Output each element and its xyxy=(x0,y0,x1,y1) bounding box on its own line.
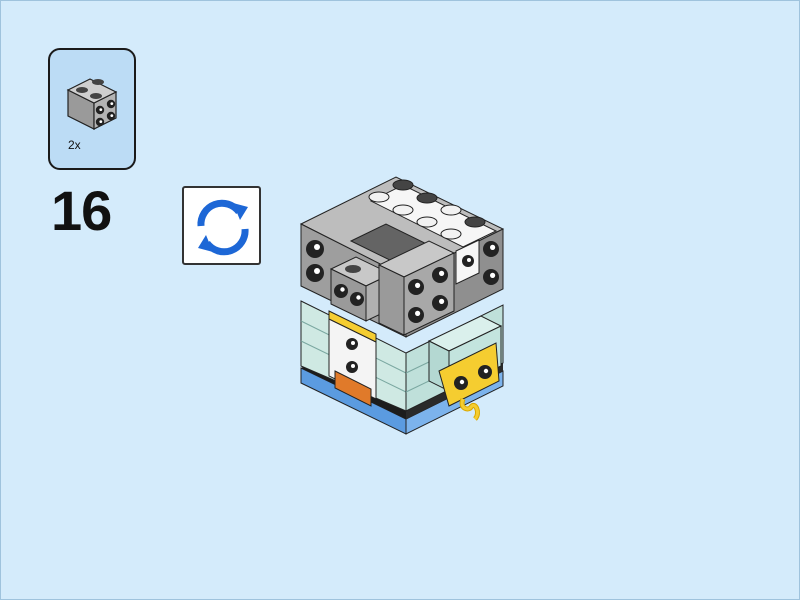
grey-brick-part-icon xyxy=(66,78,118,130)
rotate-model-icon xyxy=(197,199,249,256)
step-number: 16 xyxy=(51,179,112,242)
rotate-model-indicator xyxy=(182,186,261,265)
part-quantity: 2x xyxy=(68,138,81,152)
parts-callout: 2x xyxy=(48,48,136,170)
build-model xyxy=(291,161,521,456)
model-assembly-illustration xyxy=(299,176,505,435)
